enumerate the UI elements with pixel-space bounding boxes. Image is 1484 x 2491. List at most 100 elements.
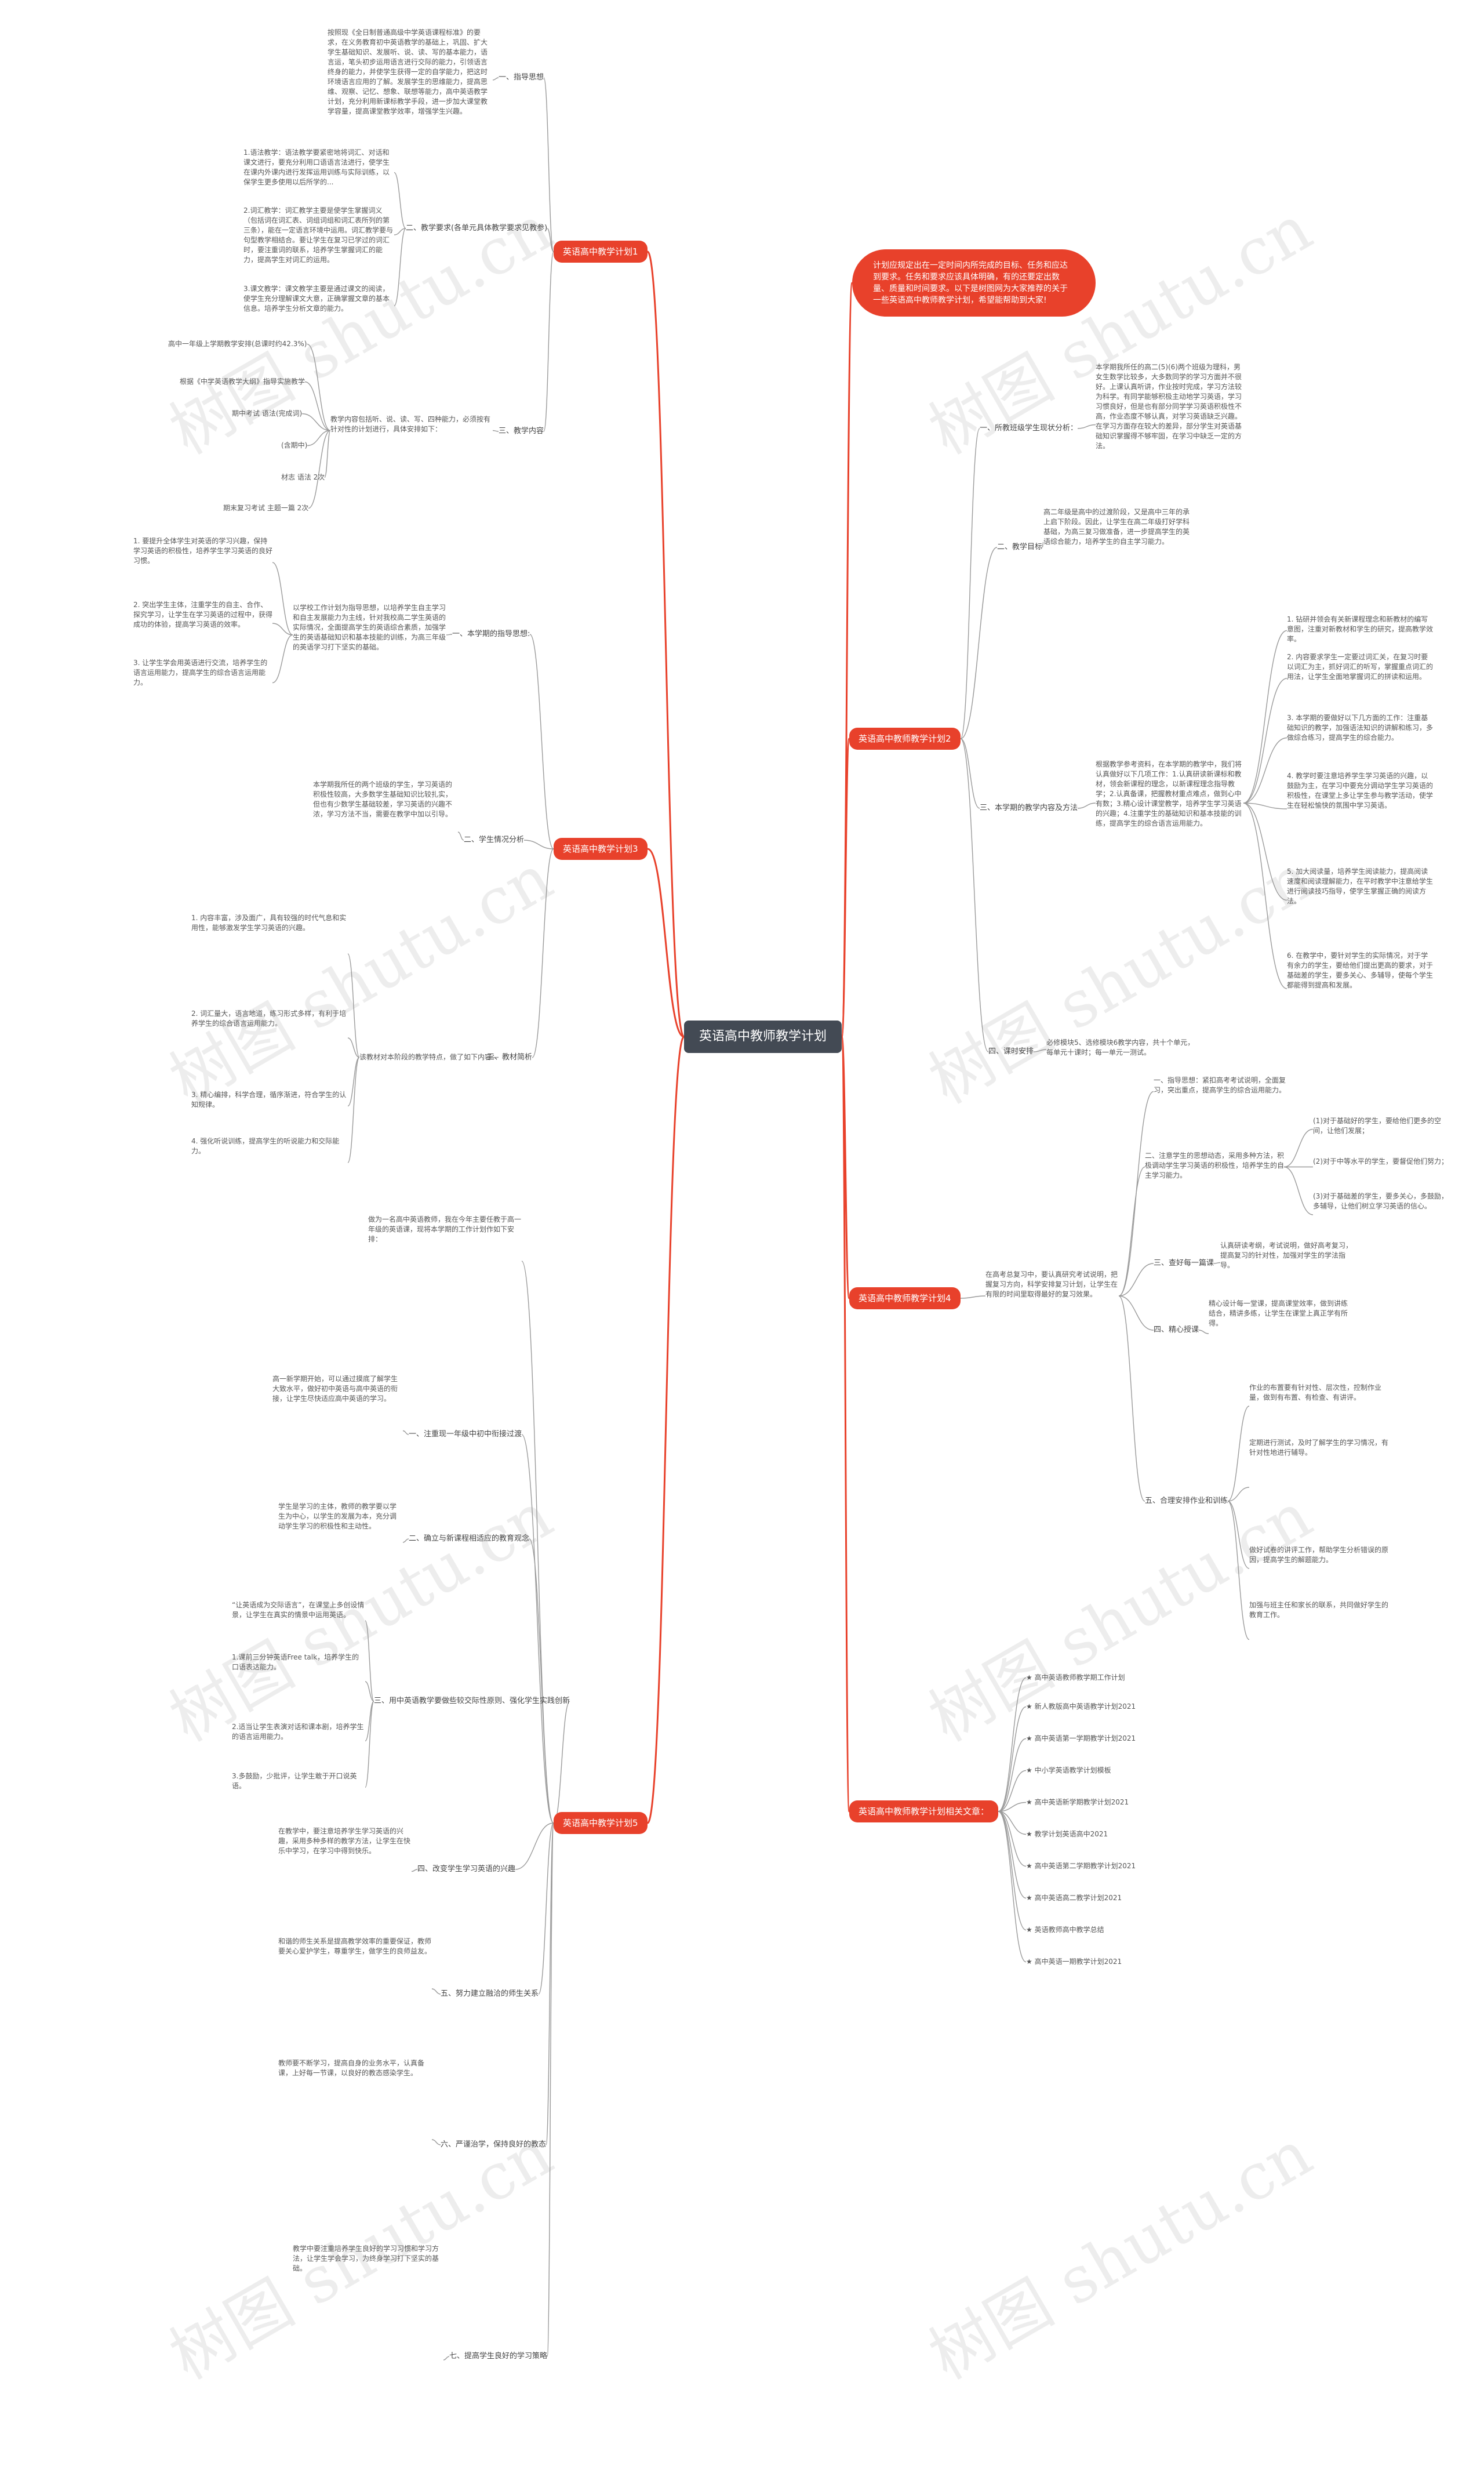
connector [647, 848, 685, 1038]
plan2-content[interactable]: 三、本学期的教学内容及方法 [980, 804, 1078, 812]
connector [365, 1681, 374, 1702]
related-link[interactable]: ★ 高中英语第二学期教学计划2021 [1026, 1862, 1136, 1870]
connector [307, 430, 331, 446]
plan2-schedule[interactable]: 四、课时安排 [988, 1047, 1034, 1056]
plan5-interest[interactable]: 四、改变学生学习英语的兴趣 [417, 1865, 516, 1873]
plan5-communication[interactable]: 三、用中英语教学要做些较交际性原则、强化学生实践创新 [374, 1697, 570, 1705]
related-link[interactable]: ★ 高中英语第一学期教学计划2021 [1026, 1734, 1136, 1742]
plan4-homework[interactable]: 五、合理安排作业和训练 [1145, 1497, 1228, 1505]
connector [646, 1036, 685, 1824]
connector [1243, 737, 1287, 804]
plan1-content-item: 期中考试 语法(完成词) [232, 409, 303, 417]
plan1-content-item: 根据《中学英语教学大纲》指导实施教学 [180, 377, 305, 386]
topic-plan-5[interactable]: 英语高中教学计划5 [554, 1812, 648, 1834]
connector [492, 77, 499, 81]
plan5-transition[interactable]: 一、注重现一年级中初中衔接过渡 [409, 1430, 522, 1439]
topic-plan-3[interactable]: 英语高中教学计划3 [554, 838, 648, 860]
related-link[interactable]: ★ 新人教版高中英语教学计划2021 [1026, 1702, 1136, 1711]
plan1-req-item: 1.语法教学：语法教学要紧密地将词汇、对话和课文进行，要充分利用口语语言法进行，… [243, 148, 390, 186]
connector [998, 1802, 1027, 1812]
connector [1227, 1487, 1250, 1502]
plan4-guide[interactable]: 一、指导思想：紧扣高考考试说明，全面复习，突出重点，提高学生的综合运用能力。 [1154, 1076, 1286, 1094]
connector [365, 1701, 374, 1788]
related-link[interactable]: ★ 中小学英语教学计划模板 [1026, 1766, 1111, 1774]
plan2-content-item: 1. 钻研并领会有关新课程理念和新教材的编写意图，注重对新教材和学生的研究，提高… [1287, 615, 1434, 643]
connector [543, 77, 554, 252]
connector [1243, 630, 1287, 804]
plan2-goals[interactable]: 二、教学目标 [997, 543, 1043, 551]
plan4-motivation-item: (1)对于基础好的学生，要给他们更多的空间，让他们发展； [1313, 1117, 1441, 1135]
connector [347, 1056, 360, 1163]
plan5-relationship[interactable]: 五、努力建立融洽的师生关系 [441, 1989, 539, 1998]
connector [523, 840, 554, 849]
connector [457, 831, 464, 841]
connector [1118, 1263, 1154, 1297]
plan4-motivation[interactable]: 二、注意学生的思想动态，采用多种方法，积极调动学生学习英语的积极性，培养学生的自… [1145, 1152, 1284, 1179]
plan2-students-text: 本学期我所任的高二(5)(6)两个班级为理科，男女生数学比较多，大多数同学的学习… [1096, 363, 1242, 450]
plan1-content[interactable]: 三、教学内容 [499, 427, 544, 435]
topic-plan-1[interactable]: 英语高中教学计划1 [554, 241, 648, 263]
plan4-teaching-text: 精心设计每一堂课，提高课堂效率，做到讲练结合，精讲多练，让学生在课堂上真正学有所… [1209, 1299, 1348, 1327]
connector [529, 1538, 554, 1824]
plan1-content-item: 期末复习考试 主题一篇 2次 [223, 504, 309, 512]
topic-plan-2[interactable]: 英语高中教师教学计划2 [849, 728, 961, 750]
plan2-schedule-text: 必修模块5、选修模块6教学内容，共十个单元，每单元十课时；每一单元一测试。 [1046, 1038, 1195, 1056]
connector [301, 413, 331, 431]
plan1-requirements[interactable]: 二、教学要求(各单元具体教学要求见教参) [406, 224, 548, 233]
connector [998, 1677, 1027, 1812]
related-link[interactable]: ★ 英语教师高中教学总结 [1026, 1926, 1104, 1934]
connector [960, 738, 980, 809]
related-link[interactable]: ★ 高中英语新学期教学计划2021 [1026, 1798, 1129, 1806]
connector [1213, 1262, 1221, 1264]
root-topic[interactable]: 英语高中教师教学计划 [684, 1021, 842, 1053]
plan3-students[interactable]: 二、学生情况分析 [464, 836, 525, 844]
intro-callout: 计划应规定出在一定时间内所完成的目标、任务和应达到要求。任务和要求应该具体明确，… [852, 249, 1096, 317]
plan3-students-text: 本学期我所任的两个班级的学生，学习英语的积极性较高，大多数学生基础知识比较扎实，… [313, 780, 453, 818]
plan4-prepare[interactable]: 三、查好每一篇课 [1154, 1259, 1214, 1268]
connector [308, 430, 331, 509]
plan5-relationship-text: 和谐的师生关系是提高教学效率的重要保证，教师要关心爱护学生，尊重学生，做学生的良… [278, 1937, 432, 1955]
plan5-teaching-manner[interactable]: 六、严谨治学，保持良好的教态 [441, 2140, 547, 2149]
connector [1227, 1501, 1250, 1640]
connector [960, 738, 989, 1052]
connector [394, 228, 406, 307]
plan4-intro: 在高考总复习中，要认真研究考试说明，把握复习方向，科学安排复习计划，让学生在有限… [985, 1270, 1118, 1298]
plan4-homework-item: 加强与班主任和家长的联系，共同做好学生的教育工作。 [1249, 1601, 1388, 1619]
connector [324, 430, 331, 478]
connector [529, 634, 554, 849]
connector [347, 1056, 360, 1107]
related-link[interactable]: ★ 高中英语教师教学期工作计划 [1026, 1673, 1125, 1682]
plan2-students[interactable]: 一、所教班级学生现状分析： [980, 424, 1078, 433]
connector [998, 1770, 1027, 1812]
connector [365, 1620, 374, 1702]
plan3-guide[interactable]: 一、本学期的指导思想: [452, 630, 530, 638]
related-link[interactable]: ★ 教学计划英语高中2021 [1026, 1830, 1108, 1838]
plan5-comm-item: “让英语成为交际语言”，在课堂上多创设情景，让学生在真实的情景中运用英语。 [232, 1601, 365, 1619]
plan5-strategy[interactable]: 七、提高学生良好的学习策略 [449, 2352, 548, 2361]
connector [1227, 1501, 1250, 1569]
topic-plan-4[interactable]: 英语高中教师教学计划4 [849, 1287, 961, 1309]
plan5-comm-item: 3.多鼓励，少批评，让学生敢于开口说英语。 [232, 1772, 357, 1790]
connector [402, 1538, 409, 1543]
plan4-homework-item: 做好试卷的讲评工作，帮助学生分析错误的原因，提高学生的解题能力。 [1249, 1546, 1388, 1564]
connector [1243, 803, 1287, 809]
plan3-textbook[interactable]: 三、教材简析 [487, 1053, 533, 1062]
topic-related-articles[interactable]: 英语高中教师教学计划相关文章： [849, 1800, 999, 1822]
plan4-teaching[interactable]: 四、精心授课 [1154, 1326, 1199, 1334]
plan3-guide-item: 1. 要提升全体学生对英语的学习兴趣，保持学习英语的积极性，培养学生学习英语的良… [133, 537, 272, 565]
related-link[interactable]: ★ 高中英语一期教学计划2021 [1026, 1958, 1122, 1966]
plan2-content-item: 2. 内容要求学生一定要过词汇关，在复习时要以词汇为主，抓好词汇的听写，掌握重点… [1287, 653, 1434, 681]
plan5-concept[interactable]: 二、确立与新课程相适应的教育观念 [409, 1534, 530, 1543]
related-link[interactable]: ★ 高中英语高二教学计划2021 [1026, 1894, 1122, 1902]
connector [411, 1869, 418, 1872]
connector [1198, 1330, 1209, 1334]
plan2-content-item: 3. 本学期的要做好以下几方面的工作：注重基础知识的教学，加强语法知识的讲解和练… [1287, 714, 1434, 742]
connector [1227, 1406, 1250, 1502]
connector [1118, 1166, 1145, 1297]
plan4-motivation-item: (2)对于中等水平的学生，要督促他们努力； [1313, 1157, 1448, 1165]
plan2-content-item: 6. 在教学中，要针对学生的实际情况，对于学有余力的学生，要给他们提出更高的要求… [1287, 952, 1434, 989]
plan2-content-text: 根据教学参考资料，在本学期的教学中，我们将认真做好以下几项工作：1.认真研读新课… [1096, 760, 1242, 827]
plan1-guide-text: 按照现《全日制普通高级中学英语课程标准》的要求，在义务教育初中英语教学的基础上，… [328, 28, 488, 115]
plan3-guide-item: 3. 让学生学会用英语进行交流，培养学生的语言运用能力，提高学生的综合语言运用能… [133, 659, 268, 687]
plan1-guide[interactable]: 一、指导思想 [499, 73, 544, 82]
